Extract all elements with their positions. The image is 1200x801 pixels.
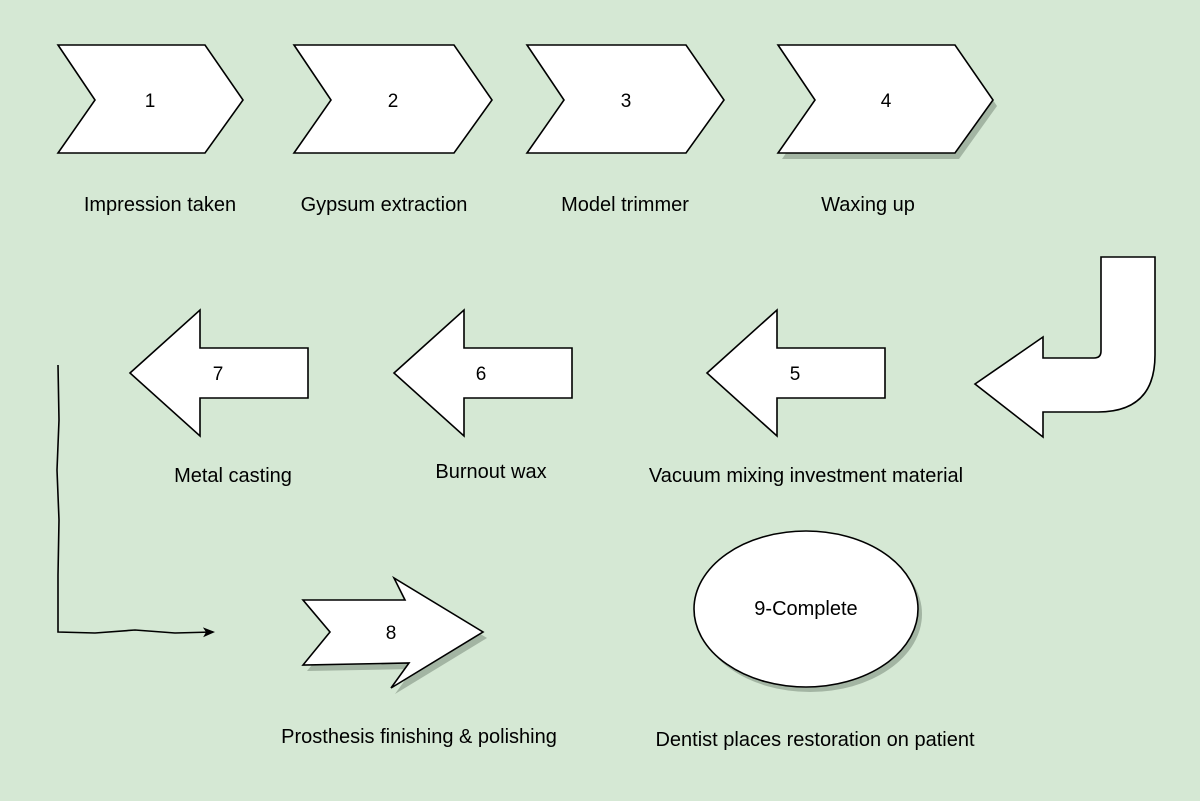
step-2-label: Gypsum extraction <box>301 194 468 216</box>
step-6-number: 6 <box>476 364 487 385</box>
step-7-label: Metal casting <box>174 465 292 487</box>
connector-line <box>56 364 215 638</box>
step-9-number: 9-Complete <box>754 598 857 620</box>
step-5-label: Vacuum mixing investment material <box>649 465 963 487</box>
step-8-number: 8 <box>386 623 397 644</box>
step-6-label: Burnout wax <box>435 461 546 483</box>
step-9-label: Dentist places restoration on patient <box>655 729 975 751</box>
step-1-label: Impression taken <box>84 194 236 216</box>
step-2-chevron: 2 <box>292 44 493 154</box>
step-6-arrow: 6 <box>392 308 573 438</box>
turn-arrow <box>973 256 1156 439</box>
step-5-arrow: 5 <box>705 308 886 438</box>
step-7-arrow: 7 <box>128 308 309 438</box>
step-1-number: 1 <box>145 91 156 112</box>
step-8-arrow: 8 <box>301 575 487 694</box>
step-9-ellipse: 9-Complete <box>693 530 922 692</box>
step-2-number: 2 <box>388 91 399 112</box>
step-3-label: Model trimmer <box>561 194 689 216</box>
step-4-chevron: 4 <box>776 44 997 159</box>
step-1-chevron: 1 <box>56 44 244 154</box>
step-3-chevron: 3 <box>525 44 725 154</box>
step-4-label: Waxing up <box>821 194 915 216</box>
step-5-number: 5 <box>790 364 801 385</box>
step-7-number: 7 <box>213 364 224 385</box>
step-3-number: 3 <box>621 91 632 112</box>
step-4-number: 4 <box>881 91 892 112</box>
step-8-label: Prosthesis finishing & polishing <box>281 726 557 748</box>
